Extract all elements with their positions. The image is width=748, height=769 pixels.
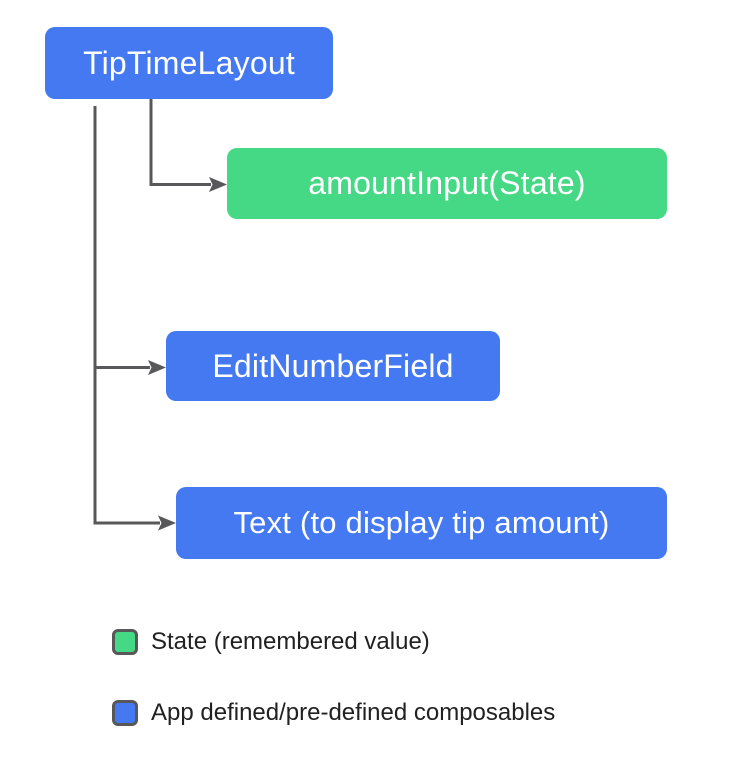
- composable-swatch-icon: [112, 700, 138, 726]
- arrowhead-icon: [148, 360, 166, 375]
- legend-label-state: State (remembered value): [151, 628, 430, 655]
- state-swatch-icon: [112, 629, 138, 655]
- node-editnumberfield: EditNumberField: [166, 331, 500, 401]
- legend-label-composables: App defined/pre-defined composables: [151, 699, 556, 726]
- node-text-tip-amount: Text (to display tip amount): [176, 487, 667, 559]
- arrowhead-icon: [209, 177, 227, 192]
- edge-root-to-text: [93, 106, 160, 525]
- node-amountinput-state: amountInput(State): [227, 148, 667, 219]
- legend-item-state: State (remembered value): [112, 628, 430, 656]
- node-tiptimelayout: TipTimeLayout: [45, 27, 333, 99]
- legend-item-composables: App defined/pre-defined composables: [112, 699, 555, 727]
- arrowhead-icon: [158, 515, 176, 531]
- edge-root-to-amountinput: [149, 99, 211, 186]
